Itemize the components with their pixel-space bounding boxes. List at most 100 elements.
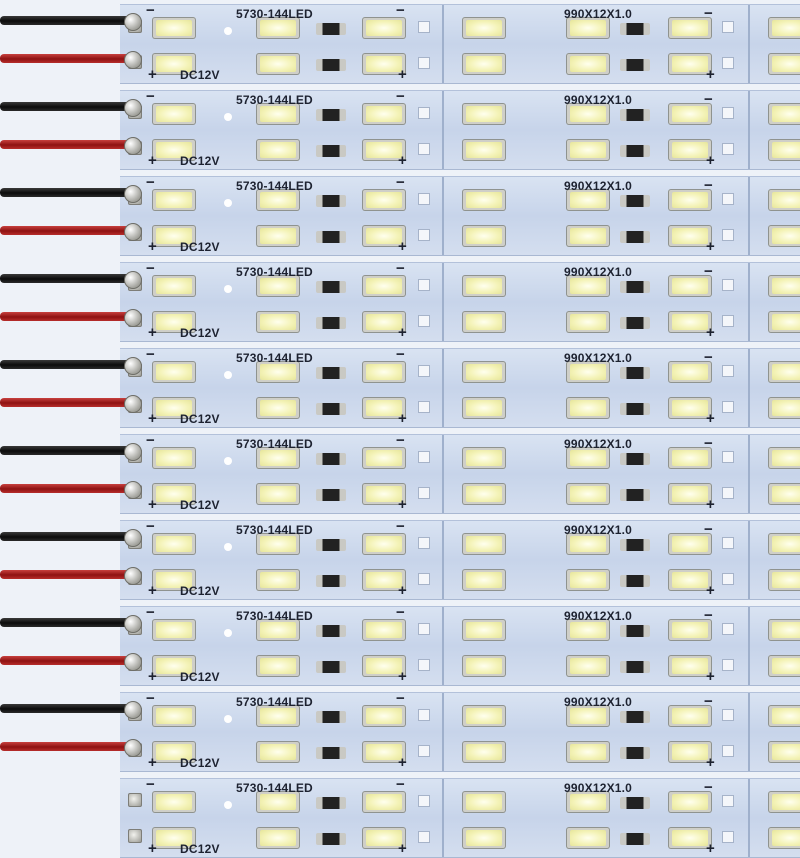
led-chip: [256, 275, 300, 297]
led-chip: [566, 361, 610, 383]
size-label: 990X12X1.0: [564, 523, 633, 537]
led-chip: [566, 483, 610, 505]
led-chip: [566, 53, 610, 75]
voltage-label: DC12V: [180, 154, 220, 168]
red-wire: [0, 398, 134, 407]
led-chip: [768, 741, 800, 763]
led-chip: [668, 361, 712, 383]
plus-sign: +: [148, 496, 157, 513]
led-chip: [566, 569, 610, 591]
solder-joint: [124, 739, 142, 757]
minus-sign: −: [146, 432, 155, 449]
size-label: 990X12X1.0: [564, 351, 633, 365]
minus-sign: −: [396, 690, 405, 707]
black-wire: [0, 274, 134, 283]
contact-square: [418, 229, 430, 241]
resistor: [620, 575, 650, 587]
plus-sign: +: [398, 840, 407, 857]
red-wire: [0, 312, 134, 321]
led-chip: [768, 225, 800, 247]
solder-joint: [124, 443, 142, 461]
led-chip: [152, 655, 196, 677]
pcb-seam: [748, 91, 750, 169]
pcb-seam: [442, 779, 444, 857]
led-chip: [462, 397, 506, 419]
black-wire: [0, 360, 134, 369]
plus-sign: +: [148, 410, 157, 427]
resistor: [316, 367, 346, 379]
resistor: [316, 195, 346, 207]
mounting-hole: [224, 199, 232, 207]
plus-sign: +: [706, 840, 715, 857]
led-chip: [152, 275, 196, 297]
minus-sign: −: [396, 88, 405, 105]
pcb-seam: [442, 263, 444, 341]
model-label: 5730-144LED: [236, 7, 313, 21]
led-chip: [768, 397, 800, 419]
led-chip: [362, 741, 406, 763]
resistor: [620, 453, 650, 465]
solder-joint: [124, 567, 142, 585]
led-chip: [462, 447, 506, 469]
resistor: [316, 539, 346, 551]
solder-joint: [124, 395, 142, 413]
voltage-label: DC12V: [180, 326, 220, 340]
resistor: [316, 281, 346, 293]
plus-sign: +: [398, 754, 407, 771]
led-chip: [668, 533, 712, 555]
pcb-seam: [748, 693, 750, 771]
size-label: 990X12X1.0: [564, 93, 633, 107]
resistor: [620, 109, 650, 121]
led-chip: [768, 655, 800, 677]
model-label: 5730-144LED: [236, 523, 313, 537]
led-chip: [668, 53, 712, 75]
pcb-seam: [748, 521, 750, 599]
led-chip: [566, 397, 610, 419]
resistor: [620, 281, 650, 293]
led-chip: [362, 275, 406, 297]
minus-sign: −: [396, 346, 405, 363]
led-chip: [566, 139, 610, 161]
mounting-hole: [224, 457, 232, 465]
led-chip: [768, 619, 800, 641]
led-chip: [768, 705, 800, 727]
minus-sign: −: [396, 2, 405, 19]
voltage-label: DC12V: [180, 498, 220, 512]
led-chip: [768, 569, 800, 591]
led-chip: [152, 189, 196, 211]
led-chip: [362, 447, 406, 469]
mounting-hole: [224, 27, 232, 35]
led-chip: [668, 619, 712, 641]
resistor: [620, 711, 650, 723]
plus-sign: +: [148, 582, 157, 599]
led-chip: [362, 705, 406, 727]
led-chip: [462, 311, 506, 333]
solder-joint: [124, 137, 142, 155]
red-wire: [0, 570, 134, 579]
resistor: [316, 317, 346, 329]
solder-joint: [124, 357, 142, 375]
contact-square: [722, 623, 734, 635]
led-chip: [152, 741, 196, 763]
plus-sign: +: [706, 238, 715, 255]
led-chip: [566, 275, 610, 297]
resistor: [620, 231, 650, 243]
led-chip: [668, 17, 712, 39]
resistor: [316, 797, 346, 809]
led-chip: [256, 397, 300, 419]
led-chip: [256, 139, 300, 161]
size-label: 990X12X1.0: [564, 781, 633, 795]
contact-square: [418, 745, 430, 757]
led-chip: [668, 225, 712, 247]
led-chip: [152, 447, 196, 469]
plus-sign: +: [398, 410, 407, 427]
led-chip: [668, 569, 712, 591]
led-chip: [462, 275, 506, 297]
contact-square: [722, 279, 734, 291]
led-chip: [152, 225, 196, 247]
contact-square: [722, 487, 734, 499]
plus-sign: +: [148, 840, 157, 857]
led-chip: [152, 791, 196, 813]
